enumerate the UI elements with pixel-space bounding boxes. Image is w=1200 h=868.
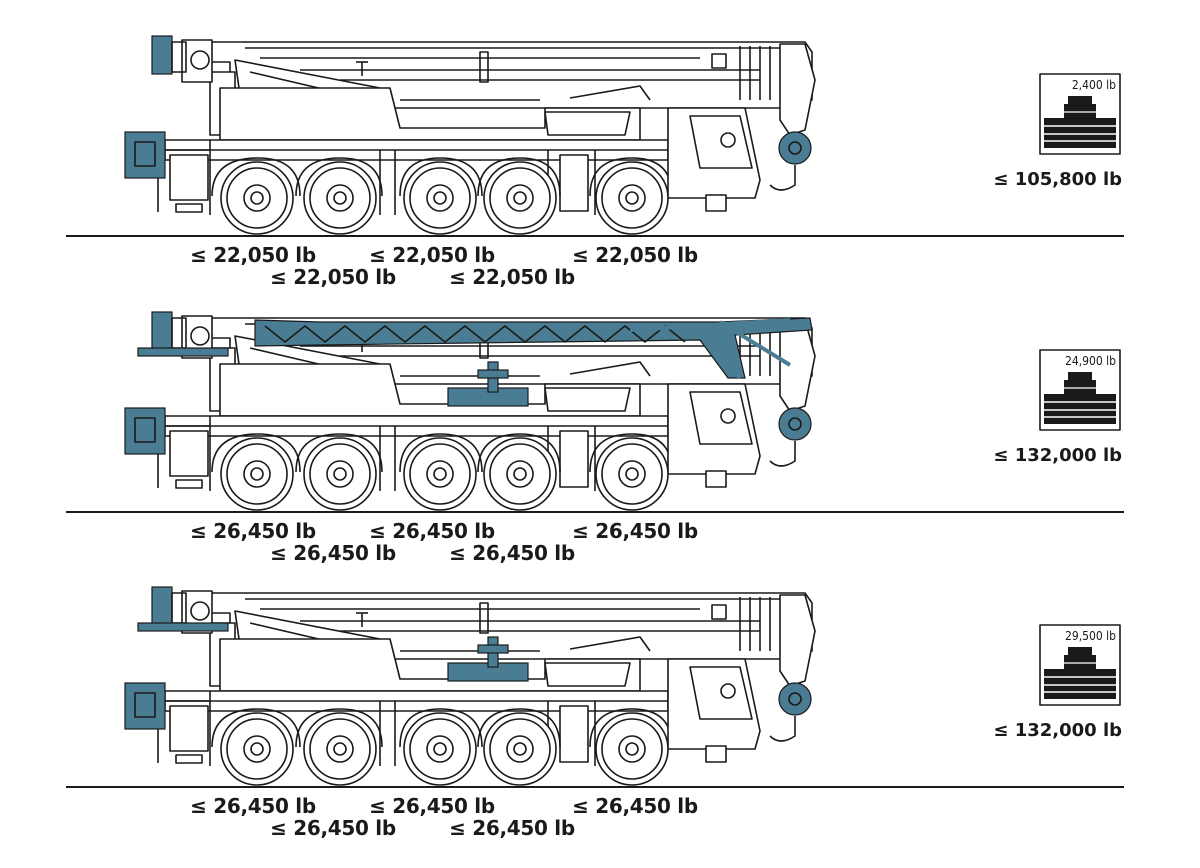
wheel-3 [403,437,477,511]
mobile-crane-drawing [124,35,816,235]
axle-load-label: ≤ 22,050 lb [572,243,698,267]
ballast-pictogram-icon: 29,500 lb [1039,624,1121,706]
wheel-3 [403,161,477,235]
total-weight-label: ≤ 132,000 lb [993,720,1122,741]
axle-load-label: ≤ 26,450 lb [190,519,316,543]
ballast-weight-label: 29,500 lb [1065,629,1116,643]
wheel-4 [483,712,557,786]
total-weight-label: ≤ 105,800 lb [993,169,1122,190]
ballast-pictogram-icon: 24,900 lb [1039,349,1121,431]
wheel-1 [220,161,294,235]
total-weight-label: ≤ 132,000 lb [993,445,1122,466]
wheel-1 [220,712,294,786]
axle-load-label: ≤ 22,050 lb [449,265,575,289]
axle-load-label: ≤ 22,050 lb [190,243,316,267]
mobile-crane-drawing [124,586,816,786]
axle-load-label: ≤ 26,450 lb [572,519,698,543]
wheel-5 [595,437,669,511]
axle-load-label: ≤ 26,450 lb [190,794,316,818]
axle-load-label: ≤ 26,450 lb [572,794,698,818]
ballast-pictogram-icon: 2,400 lb [1039,73,1121,155]
wheel-3 [403,712,477,786]
wheel-4 [483,437,557,511]
wheel-2 [303,712,377,786]
mobile-crane-drawing [124,311,816,511]
wheel-4 [483,161,557,235]
axle-load-label: ≤ 26,450 lb [449,816,575,840]
axle-load-label: ≤ 22,050 lb [270,265,396,289]
wheel-2 [303,161,377,235]
ballast-weight-label: 2,400 lb [1072,78,1116,92]
ballast-weight-label: 24,900 lb [1065,354,1116,368]
axle-load-label: ≤ 26,450 lb [449,541,575,565]
axle-load-label: ≤ 26,450 lb [270,816,396,840]
axle-load-label: ≤ 26,450 lb [369,519,495,543]
axle-load-label: ≤ 26,450 lb [369,794,495,818]
configuration-row-2: ≤ 26,450 lb≤ 26,450 lb≤ 26,450 lb≤ 26,45… [66,311,1124,565]
axle-load-label: ≤ 22,050 lb [369,243,495,267]
configuration-row-1: ≤ 22,050 lb≤ 22,050 lb≤ 22,050 lb≤ 22,05… [66,35,1124,289]
configuration-rows: ≤ 22,050 lb≤ 22,050 lb≤ 22,050 lb≤ 22,05… [66,35,1124,840]
wheel-5 [595,161,669,235]
axle-load-label: ≤ 26,450 lb [270,541,396,565]
outrigger-beam [137,622,229,632]
wheel-2 [303,437,377,511]
wheel-5 [595,712,669,786]
configuration-row-3: ≤ 26,450 lb≤ 26,450 lb≤ 26,450 lb≤ 26,45… [66,586,1124,840]
wheel-1 [220,437,294,511]
outrigger-beam [137,347,229,357]
